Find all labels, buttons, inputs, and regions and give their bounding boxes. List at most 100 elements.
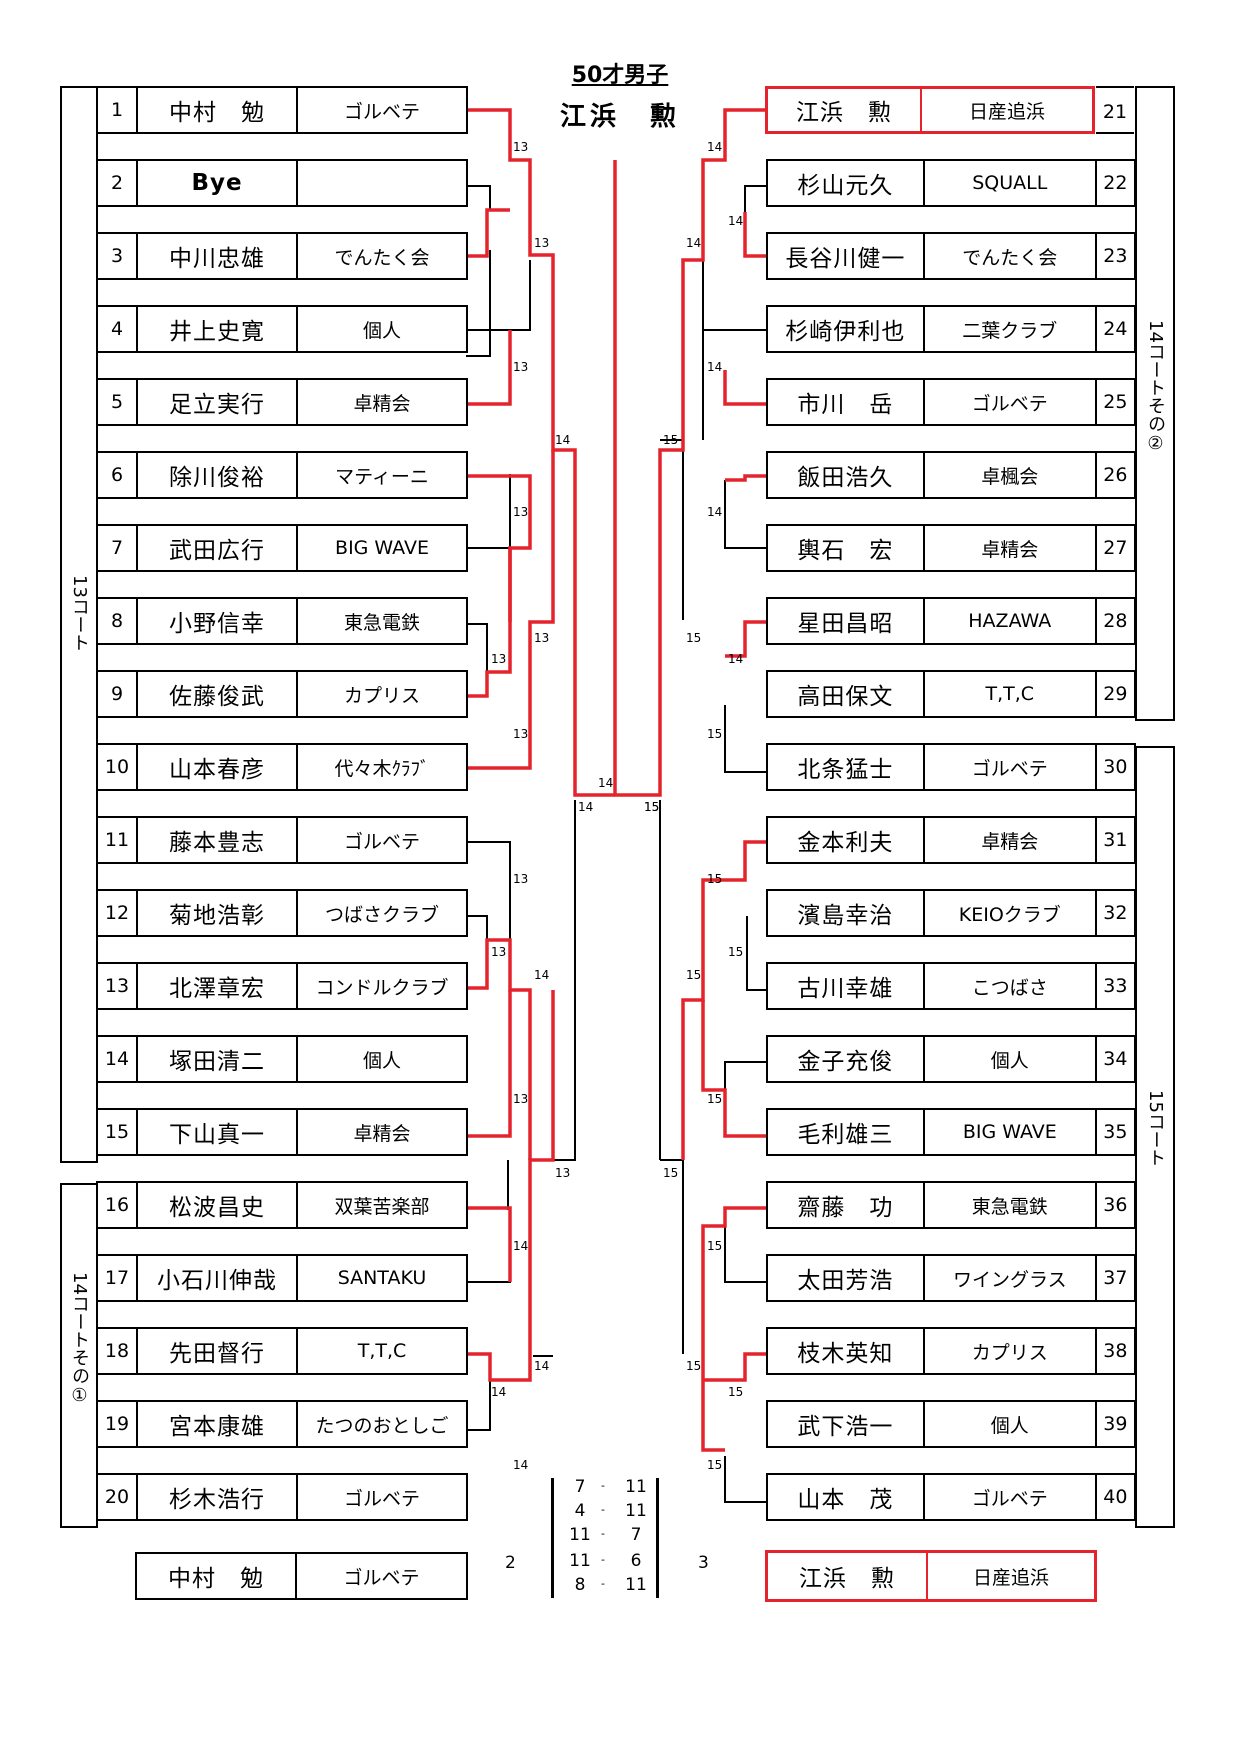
player-club: ゴルベテ <box>343 100 420 123</box>
player-name: 宮本康雄 <box>138 1402 298 1446</box>
player-club: マティーニ <box>335 465 429 488</box>
final-right-games: 3 <box>698 1553 709 1573</box>
player-name: 井上史寛 <box>138 307 298 351</box>
seed-number: 19 <box>98 1402 138 1446</box>
seed-number: 3 <box>98 234 138 278</box>
set-4-sep: - <box>601 1553 605 1566</box>
player-name: 北澤章宏 <box>138 964 298 1008</box>
player-club: 東急電鉄 <box>343 611 420 634</box>
seed-number: 28 <box>1103 610 1128 632</box>
player-name: 除川俊裕 <box>138 453 298 497</box>
table-number: 14 <box>707 140 723 154</box>
player-club: コンドルクラブ <box>315 976 449 999</box>
seed-number: 29 <box>1103 683 1128 705</box>
set-5-sep: - <box>601 1577 605 1590</box>
player-name: 江浜 勲 <box>768 89 922 131</box>
player-club: つばさクラブ <box>324 903 439 926</box>
player-club: ゴルベテ <box>343 1487 420 1510</box>
player-club: SQUALL <box>925 161 1097 205</box>
table-number: 15 <box>728 945 744 959</box>
player-club: こつばさ <box>925 964 1097 1008</box>
player-name: 足立実行 <box>138 380 298 424</box>
seed-number: 23 <box>1103 245 1128 267</box>
table-number: 13 <box>513 360 529 374</box>
seed-number: 39 <box>1103 1413 1128 1435</box>
player-club: 卓楓会 <box>925 453 1097 497</box>
player-name: 金本利夫 <box>768 818 925 862</box>
seed-number: 10 <box>98 745 138 789</box>
table-number: 13 <box>513 872 529 886</box>
player-club: たつのおとしご <box>315 1414 449 1437</box>
player-club: カプリス <box>343 684 420 707</box>
table-number: 15 <box>686 1359 702 1373</box>
set-4-right: 6 <box>630 1551 642 1571</box>
player-name: 杉木浩行 <box>138 1475 298 1519</box>
player-club: ゴルベテ <box>343 830 420 853</box>
table-number: 14 <box>578 800 594 814</box>
table-number: 15 <box>686 631 702 645</box>
seed-number: 25 <box>1103 391 1128 413</box>
seed-number: 4 <box>98 307 138 351</box>
player-name: 齋藤 功 <box>768 1183 925 1227</box>
player-club: ゴルベテ <box>925 1475 1097 1519</box>
final-right-player: 江浜 勲 日産追浜 <box>765 1550 1097 1602</box>
seed-number: 21 <box>1096 86 1134 134</box>
player-name: 武田広行 <box>138 526 298 570</box>
table-number: 14 <box>686 236 702 250</box>
table-number: 14 <box>728 652 744 666</box>
set-5-right: 11 <box>625 1575 647 1595</box>
set-5-left: 8 <box>574 1575 586 1595</box>
player-name: 小野信幸 <box>138 599 298 643</box>
player-name: 枝木英知 <box>768 1329 925 1373</box>
table-number: 14 <box>491 1385 507 1399</box>
seed-number: 24 <box>1103 318 1128 340</box>
champion-name: 江浜 勲 <box>559 102 680 132</box>
seed-number: 8 <box>98 599 138 643</box>
table-number: 13 <box>513 727 529 741</box>
player-club: ワイングラス <box>925 1256 1097 1300</box>
seed-number: 6 <box>98 453 138 497</box>
table-number: 14 <box>598 776 614 790</box>
seed-number: 7 <box>98 526 138 570</box>
final-right-name: 江浜 勲 <box>768 1553 928 1599</box>
court-box-right-top <box>1135 86 1175 721</box>
table-number: 13 <box>513 1092 529 1106</box>
player-name: 太田芳浩 <box>768 1256 925 1300</box>
set-3-sep: - <box>601 1527 605 1540</box>
player-name: 輿石 宏 <box>768 526 925 570</box>
table-number: 13 <box>513 505 529 519</box>
seed-number: 1 <box>98 88 138 132</box>
seed-number: 26 <box>1103 464 1128 486</box>
player-club: KEIOクラブ <box>925 891 1097 935</box>
player-club: 日産追浜 <box>968 100 1045 123</box>
player-name: 長谷川健一 <box>768 234 925 278</box>
table-number: 13 <box>513 140 529 154</box>
seed-number: 34 <box>1103 1048 1128 1070</box>
player-name: 高田保文 <box>768 672 925 716</box>
set-2-right: 11 <box>625 1501 647 1521</box>
player-name: 星田昌昭 <box>768 599 925 643</box>
player-name: 北条猛士 <box>768 745 925 789</box>
seed-number: 40 <box>1103 1486 1128 1508</box>
player-club: 二葉クラブ <box>925 307 1097 351</box>
player-name: 濱島幸治 <box>768 891 925 935</box>
seed-number: 22 <box>1103 172 1128 194</box>
seed-number: 35 <box>1103 1121 1128 1143</box>
table-number: 13 <box>534 631 550 645</box>
player-club: でんたく会 <box>334 246 430 269</box>
